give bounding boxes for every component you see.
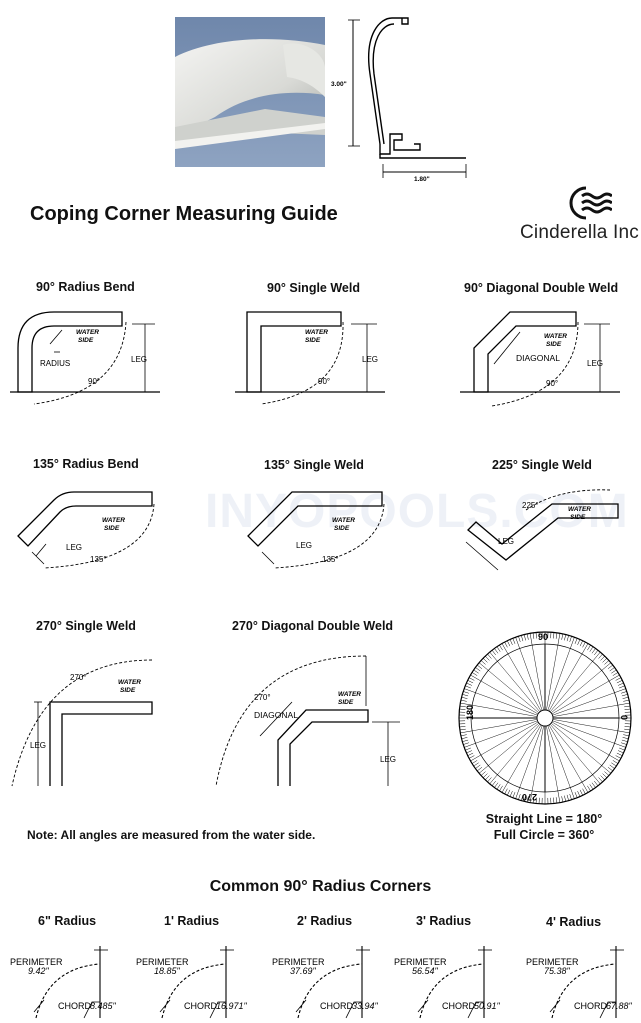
perimeter-value: 75.38"	[544, 966, 571, 976]
svg-text:WATER: WATER	[102, 517, 125, 524]
chord-word: CHORD	[442, 1001, 475, 1011]
cinderella-wave-icon	[566, 184, 612, 222]
chord-value: 67.88"	[606, 1001, 633, 1011]
chord-value: 8.485"	[90, 1001, 117, 1011]
radius-label-1ft: 1' Radius	[164, 914, 219, 928]
radius-section-title: Common 90° Radius Corners	[0, 878, 641, 896]
chord-value: 16.971"	[216, 1001, 248, 1011]
radius-label-6in: 6" Radius	[38, 914, 96, 928]
diagram-title-90-diagonal-double-weld: 90° Diagonal Double Weld	[464, 281, 618, 295]
svg-text:0: 0	[619, 715, 629, 720]
radius-label-3ft: 3' Radius	[416, 914, 471, 928]
diagram-title-270-single-weld: 270° Single Weld	[36, 619, 136, 633]
diagram-title-225-single-weld: 225° Single Weld	[492, 458, 592, 472]
coping-photo	[175, 17, 325, 167]
svg-text:LEG: LEG	[66, 543, 82, 552]
svg-text:90°: 90°	[88, 377, 100, 386]
diagram-title-135-single-weld: 135° Single Weld	[264, 458, 364, 472]
svg-text:LEG: LEG	[131, 355, 147, 364]
svg-text:LEG: LEG	[587, 359, 603, 368]
svg-text:DIAGONAL: DIAGONAL	[254, 710, 298, 720]
svg-text:SIDE: SIDE	[334, 525, 350, 532]
profile-drawing: 3.00" 1.80"	[330, 14, 480, 184]
brand-name: Cinderella Inc	[520, 222, 639, 244]
svg-text:WATER: WATER	[332, 517, 355, 524]
diagram-title-270-diagonal-double-weld: 270° Diagonal Double Weld	[232, 619, 393, 633]
svg-text:WATER: WATER	[544, 333, 567, 340]
svg-text:LEG: LEG	[296, 541, 312, 550]
svg-text:WATER: WATER	[76, 329, 99, 336]
protractor: 90 180 0 270	[455, 628, 635, 808]
svg-text:SIDE: SIDE	[570, 514, 586, 521]
svg-text:180: 180	[465, 705, 475, 720]
radius-label-4ft: 4' Radius	[546, 915, 601, 929]
svg-text:SIDE: SIDE	[120, 687, 136, 694]
diagram-title-135-radius-bend: 135° Radius Bend	[33, 457, 139, 471]
diagram-90-diagonal-double-weld: WATER SIDE DIAGONAL LEG 90°	[460, 300, 630, 420]
protractor-caption-straight: Straight Line = 180°	[444, 812, 641, 826]
chord-value: 33.94"	[352, 1001, 379, 1011]
perimeter-value: 56.54"	[412, 966, 439, 976]
chord-word: CHORD	[574, 1001, 607, 1011]
svg-text:270°: 270°	[254, 693, 271, 702]
svg-text:270°: 270°	[70, 673, 87, 682]
svg-text:SIDE: SIDE	[104, 525, 120, 532]
diagram-90-single-weld: WATER SIDE LEG 90°	[235, 300, 395, 420]
diagram-270-diagonal-double-weld: 270° DIAGONAL WATER SIDE LEG	[200, 640, 410, 800]
profile-height-label: 3.00"	[331, 81, 347, 88]
diagram-90-radius-bend: WATER SIDE RADIUS LEG 90°	[10, 300, 170, 420]
diagram-title-90-single-weld: 90° Single Weld	[267, 281, 360, 295]
svg-text:LEG: LEG	[362, 355, 378, 364]
profile-width-label: 1.80"	[414, 176, 430, 183]
diagram-225-single-weld: 225° WATER SIDE LEG	[458, 478, 638, 588]
chord-word: CHORD	[58, 1001, 91, 1011]
perimeter-value: 9.42"	[28, 966, 50, 976]
svg-text:225°: 225°	[522, 501, 539, 510]
chord-value: 50.91"	[474, 1001, 501, 1011]
svg-text:RADIUS: RADIUS	[40, 359, 70, 368]
svg-text:WATER: WATER	[338, 691, 361, 698]
page-title: Coping Corner Measuring Guide	[30, 203, 338, 226]
chord-word: CHORD	[320, 1001, 353, 1011]
svg-text:SIDE: SIDE	[546, 341, 562, 348]
diagram-135-radius-bend: WATER SIDE LEG 135°	[10, 478, 170, 578]
diagram-270-single-weld: 270° WATER SIDE LEG	[0, 640, 170, 800]
svg-text:135°: 135°	[90, 555, 107, 564]
svg-text:90°: 90°	[546, 379, 558, 388]
perimeter-value: 37.69"	[290, 966, 317, 976]
svg-text:LEG: LEG	[30, 741, 46, 750]
diagram-135-single-weld: WATER SIDE LEG 135°	[240, 478, 400, 578]
radius-label-2ft: 2' Radius	[297, 914, 352, 928]
svg-text:SIDE: SIDE	[338, 699, 354, 706]
svg-text:LEG: LEG	[498, 537, 514, 546]
svg-text:DIAGONAL: DIAGONAL	[516, 353, 560, 363]
chord-word: CHORD	[184, 1001, 217, 1011]
svg-text:WATER: WATER	[568, 506, 591, 513]
svg-text:SIDE: SIDE	[305, 337, 321, 344]
svg-text:135°: 135°	[322, 555, 339, 564]
perimeter-value: 18.85"	[154, 966, 181, 976]
svg-text:WATER: WATER	[118, 679, 141, 686]
svg-text:LEG: LEG	[380, 755, 396, 764]
svg-text:WATER: WATER	[305, 329, 328, 336]
svg-text:90°: 90°	[318, 377, 330, 386]
diagram-title-90-radius-bend: 90° Radius Bend	[36, 280, 135, 294]
svg-text:SIDE: SIDE	[78, 337, 94, 344]
angle-note: Note: All angles are measured from the w…	[27, 828, 315, 842]
protractor-caption-circle: Full Circle = 360°	[444, 828, 641, 842]
svg-text:270: 270	[522, 792, 537, 802]
svg-text:90: 90	[538, 632, 548, 642]
